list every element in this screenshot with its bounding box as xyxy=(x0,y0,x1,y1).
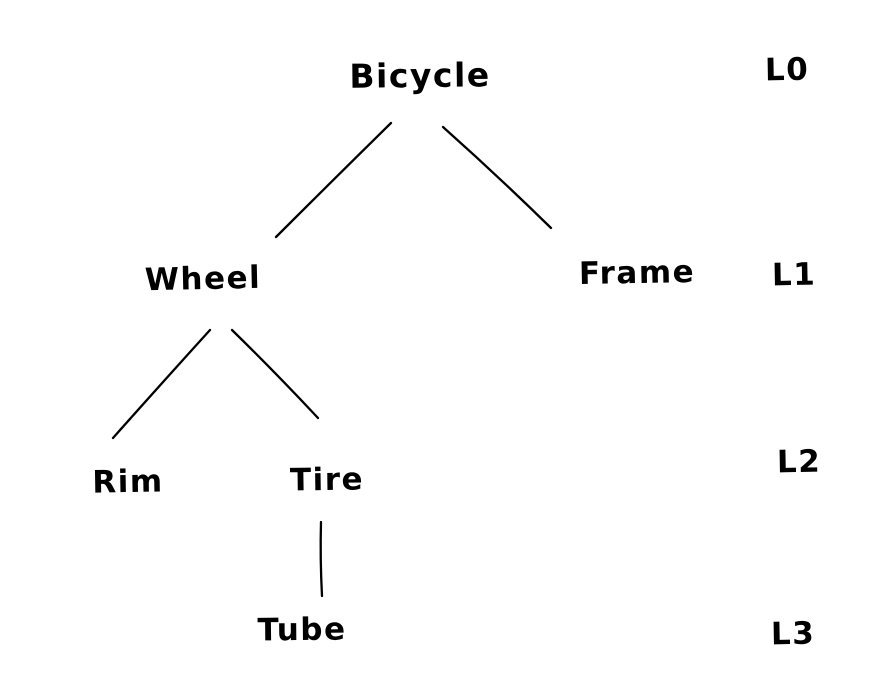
level-label-l3: L3 xyxy=(770,615,816,653)
node-wheel: Wheel xyxy=(144,259,262,299)
level-label-l1: L1 xyxy=(771,256,817,294)
node-bicycle: Bicycle xyxy=(349,55,491,96)
edge-bicycle-frame xyxy=(441,125,553,230)
node-rim: Rim xyxy=(92,463,164,501)
level-label-l0: L0 xyxy=(764,51,810,89)
level-label-l2: L2 xyxy=(776,443,822,481)
edge-wheel-rim xyxy=(111,328,212,440)
edge-wheel-tire xyxy=(230,328,320,420)
edge-tire-tube xyxy=(319,520,324,598)
node-tube: Tube xyxy=(257,611,347,649)
edge-bicycle-wheel xyxy=(274,121,393,239)
node-frame: Frame xyxy=(578,253,696,293)
node-tire: Tire xyxy=(289,461,365,499)
